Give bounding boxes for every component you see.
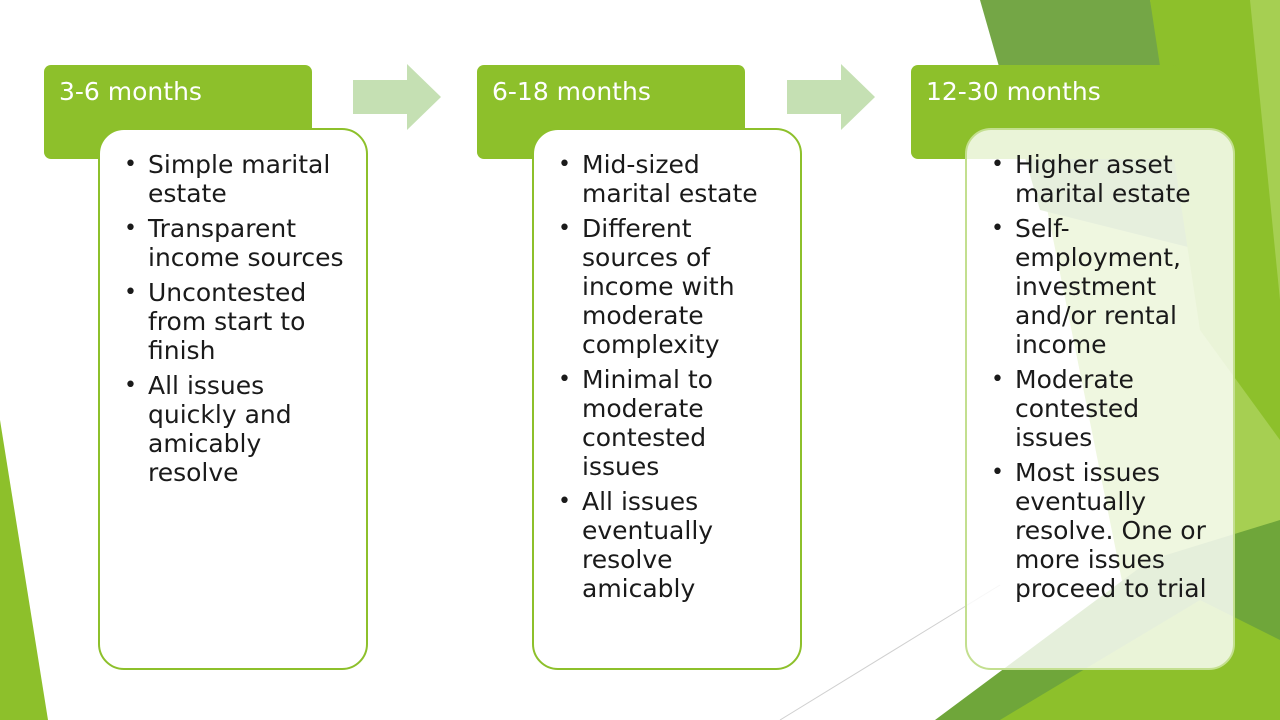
list-item: •Transparent income sources [124,214,344,272]
bullet-icon: • [124,216,137,241]
list-item: •Self-employment, investment and/or rent… [991,214,1181,359]
right-arrow-icon [353,64,441,130]
list-item: •Moderate contested issues [991,365,1140,452]
bullet-icon: • [991,216,1004,241]
stage-3-list: •Higher asset marital estate •Self-emplo… [989,150,1221,603]
stage-2-list: •Mid-sized marital estate •Different sou… [556,150,788,603]
list-item: •Mid-sized marital estate [558,150,758,208]
bullet-icon: • [124,373,137,398]
bullet-icon: • [558,367,571,392]
bullet-icon: • [558,489,571,514]
list-item: •All issues eventually resolve amicably [558,487,714,603]
bullet-icon: • [991,367,1004,392]
right-arrow-icon [787,64,875,130]
stage-2-label: 6-18 months [492,77,651,106]
list-item: •All issues quickly and amicably resolve [124,371,292,487]
bullet-icon: • [991,460,1004,485]
stage-3-card: •Higher asset marital estate •Self-emplo… [965,128,1235,670]
stage-1-label: 3-6 months [59,77,202,106]
stage-1-list: •Simple marital estate •Transparent inco… [122,150,354,487]
bg-shape-left [0,420,48,720]
bg-thin-line [779,584,1001,720]
bullet-icon: • [124,152,137,177]
list-item: •Higher asset marital estate [991,150,1191,208]
list-item: •Most issues eventually resolve. One or … [991,458,1207,603]
stage-2-card: •Mid-sized marital estate •Different sou… [532,128,802,670]
list-item: •Different sources of income with modera… [558,214,735,359]
bullet-icon: • [124,280,137,305]
list-item: •Uncontested from start to finish [124,278,307,365]
bullet-icon: • [558,216,571,241]
bullet-icon: • [558,152,571,177]
list-item: •Simple marital estate [124,150,331,208]
bullet-icon: • [991,152,1004,177]
list-item: •Minimal to moderate contested issues [558,365,713,481]
stage-1-card: •Simple marital estate •Transparent inco… [98,128,368,670]
stage-3-label: 12-30 months [926,77,1101,106]
